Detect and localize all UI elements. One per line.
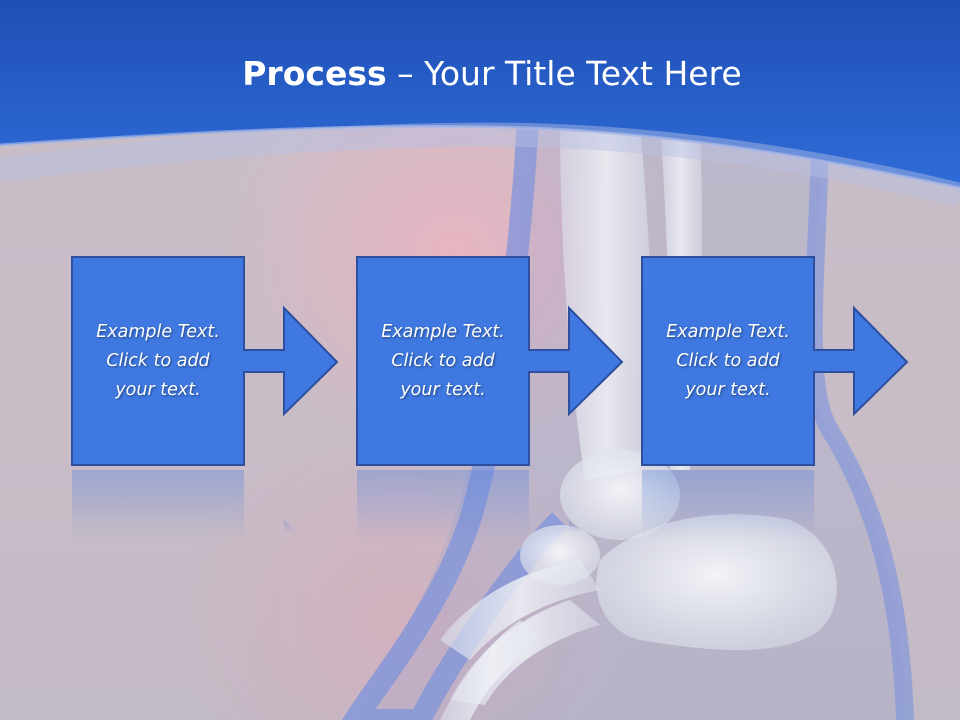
step-1-line-3: your text. xyxy=(115,379,201,400)
slide-title-bold: Process xyxy=(242,54,387,93)
process-step-1-text[interactable]: Example Text. Click to add your text. xyxy=(71,256,245,466)
process-step-3[interactable]: Example Text. Click to add your text. xyxy=(641,256,911,468)
step-2-line-1: Example Text. xyxy=(381,321,505,342)
step-1-reflection xyxy=(71,470,341,540)
step-3-line-2: Click to add xyxy=(676,350,780,371)
process-step-2[interactable]: Example Text. Click to add your text. xyxy=(356,256,626,468)
step-3-line-3: your text. xyxy=(685,379,771,400)
step-2-reflection xyxy=(356,470,626,540)
process-step-2-text[interactable]: Example Text. Click to add your text. xyxy=(356,256,530,466)
step-2-line-3: your text. xyxy=(400,379,486,400)
right-arrow-shape-1 xyxy=(71,256,339,466)
step-3-reflection xyxy=(641,470,911,540)
step-3-line-1: Example Text. xyxy=(666,321,790,342)
step-2-line-2: Click to add xyxy=(391,350,495,371)
step-1-line-1: Example Text. xyxy=(96,321,220,342)
process-step-3-text[interactable]: Example Text. Click to add your text. xyxy=(641,256,815,466)
step-1-line-2: Click to add xyxy=(106,350,210,371)
right-arrow-shape-2 xyxy=(356,256,624,466)
process-step-1[interactable]: Example Text. Click to add your text. xyxy=(71,256,341,468)
slide-title[interactable]: Process – Your Title Text Here xyxy=(0,48,960,100)
slide-title-rest: – Your Title Text Here xyxy=(386,54,742,93)
right-arrow-shape-3 xyxy=(641,256,909,466)
